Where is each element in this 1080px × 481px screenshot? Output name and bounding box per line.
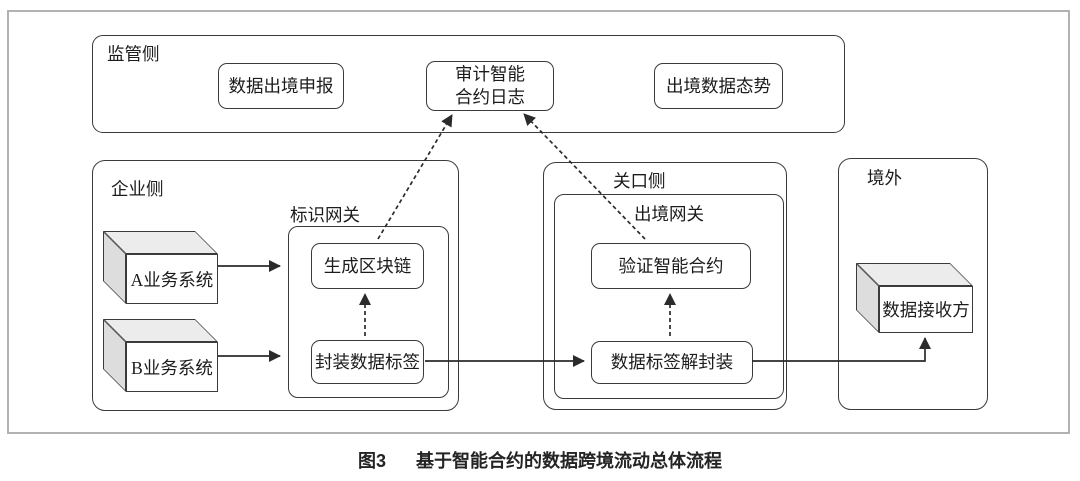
node-label: 数据出境申报 <box>228 75 334 96</box>
node-generate-blockchain: 生成区块链 <box>311 243 424 289</box>
section-regulator-label: 监管侧 <box>107 44 160 64</box>
receiver-front-face: 数据接收方 <box>879 286 973 333</box>
figure-caption-tag: 图3 <box>357 451 386 471</box>
node-label-line1: 审计智能 <box>455 64 525 84</box>
system-b-front-face: B业务系统 <box>126 342 218 392</box>
section-enterprise-label: 企业侧 <box>111 179 164 199</box>
node-decapsulate-data-label: 数据标签解封装 <box>591 341 753 384</box>
node-audit-smart-contract-log: 审计智能 合约日志 <box>426 61 554 111</box>
section-checkpoint: 关口侧 出境网关 验证智能合约 数据标签解封装 <box>543 162 787 410</box>
node-encapsulate-data-label: 封装数据标签 <box>311 340 424 384</box>
id-gateway-label: 标识网关 <box>290 205 360 225</box>
node-exit-data-situation: 出境数据态势 <box>654 63 783 109</box>
node-label: 封装数据标签 <box>315 351 420 372</box>
node-data-exit-declaration: 数据出境申报 <box>218 63 344 109</box>
system-a-front-face: A业务系统 <box>126 254 218 304</box>
section-overseas-label: 境外 <box>867 168 902 188</box>
node-label: 验证智能合约 <box>618 255 724 276</box>
node-label: 数据接收方 <box>882 300 970 320</box>
figure-frame <box>7 10 1070 434</box>
node-verify-smart-contract: 验证智能合约 <box>591 243 751 289</box>
section-overseas: 境外 数据接收方 <box>838 158 988 410</box>
node-system-a: A业务系统 <box>103 231 218 304</box>
node-label: B业务系统 <box>131 357 213 378</box>
node-label: 数据标签解封装 <box>610 352 734 372</box>
exit-gateway-label: 出境网关 <box>634 204 704 224</box>
section-enterprise: 企业侧 标识网关 A业务系统 B业务系统 生成区块链 封装数据标签 <box>92 160 459 411</box>
figure-caption: 图3 基于智能合约的数据跨境流动总体流程 <box>0 447 1080 473</box>
node-label: 出境数据态势 <box>666 75 771 96</box>
section-checkpoint-label: 关口侧 <box>613 171 666 191</box>
node-system-b: B业务系统 <box>103 319 218 392</box>
figure-caption-title: 基于智能合约的数据跨境流动总体流程 <box>416 451 722 471</box>
node-label: A业务系统 <box>130 269 214 290</box>
section-regulator: 监管侧 数据出境申报 审计智能 合约日志 出境数据态势 <box>92 35 845 133</box>
node-label-line2: 合约日志 <box>455 87 525 107</box>
node-label: 生成区块链 <box>323 255 412 276</box>
node-data-receiver: 数据接收方 <box>856 263 973 333</box>
